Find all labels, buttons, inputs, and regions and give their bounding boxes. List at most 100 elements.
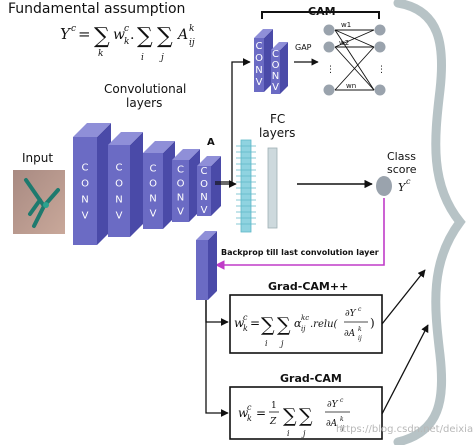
cam-label: CAM bbox=[308, 5, 336, 18]
conv-layer-text: N bbox=[255, 65, 262, 76]
conv-layer-text: O bbox=[255, 53, 263, 64]
conv-layer-text: O bbox=[177, 179, 185, 190]
gradcampp-equation: w c k = ∑ i ∑ j α kc ij .relu( ∂Y c ∂A k… bbox=[234, 306, 375, 348]
conv-layers-label-line1: Convolutional bbox=[104, 82, 186, 96]
svg-text:Y: Y bbox=[60, 25, 72, 43]
cam-bracket bbox=[261, 11, 380, 19]
watermark-text: https://blog.csdn.net/deixiangzi bbox=[336, 424, 474, 435]
gradcam-box bbox=[229, 386, 383, 440]
svg-text:j: j bbox=[279, 339, 284, 348]
svg-text:A: A bbox=[176, 27, 188, 43]
svg-text:∑: ∑ bbox=[299, 405, 313, 427]
curly-brace bbox=[393, 0, 466, 445]
conv-layer-text: V bbox=[272, 82, 279, 93]
input-image bbox=[13, 170, 65, 234]
svg-text:w: w bbox=[234, 316, 245, 330]
conv-layer-text: N bbox=[200, 192, 207, 203]
conv-layer-text: O bbox=[81, 178, 89, 189]
svg-text:.relu(: .relu( bbox=[310, 319, 339, 330]
conv-layer-text: V bbox=[256, 77, 263, 88]
fc-layers-label-line1: FC bbox=[270, 112, 285, 126]
conv-layer-text: V bbox=[201, 205, 208, 216]
weight-w2-label: w2 bbox=[339, 39, 349, 47]
svg-text:1: 1 bbox=[271, 401, 277, 411]
conv-layer-text: C bbox=[116, 162, 123, 173]
conv-layer-text: C bbox=[256, 41, 263, 52]
arrow-to-cam bbox=[215, 58, 251, 183]
svg-text:ij: ij bbox=[358, 335, 362, 342]
gradcam-label: Grad-CAM bbox=[280, 372, 342, 385]
svg-text:∑: ∑ bbox=[157, 24, 173, 49]
svg-text:ij: ij bbox=[340, 425, 344, 432]
svg-text:c: c bbox=[243, 313, 248, 322]
svg-text:∂A: ∂A bbox=[344, 329, 356, 339]
svg-text:c: c bbox=[71, 24, 76, 34]
conv-layers-label-line2: layers bbox=[126, 96, 162, 110]
gap-label: GAP bbox=[295, 43, 312, 52]
conv-layer-text: O bbox=[115, 178, 123, 189]
backprop-arrow bbox=[215, 198, 385, 270]
fc-layer-gray bbox=[267, 147, 278, 229]
conv-layer-text: N bbox=[177, 193, 184, 204]
activation-A-label: A bbox=[207, 137, 215, 148]
conv-layer-text: C bbox=[272, 49, 279, 60]
svg-text:k: k bbox=[340, 416, 344, 423]
svg-text:c: c bbox=[124, 24, 129, 34]
backprop-label: Backprop till last convolution layer bbox=[221, 248, 379, 257]
svg-text:∂A: ∂A bbox=[326, 419, 338, 429]
class-score-label-line2: score bbox=[387, 163, 417, 176]
conv-layer-text: O bbox=[200, 179, 208, 190]
conv-layer-text: N bbox=[115, 194, 122, 205]
arrow-gradcam-to-brace bbox=[381, 324, 429, 415]
arrow-to-gradcampp bbox=[205, 300, 229, 326]
conv-layer-text: N bbox=[272, 71, 279, 82]
svg-text:∑: ∑ bbox=[137, 24, 153, 49]
class-score-yc-sup: c bbox=[406, 177, 411, 186]
conv-layer-text: O bbox=[149, 179, 157, 190]
svg-text:j: j bbox=[301, 429, 306, 438]
weight-w1-label: w1 bbox=[341, 21, 351, 29]
svg-text:c: c bbox=[247, 403, 252, 412]
svg-text:Z: Z bbox=[269, 417, 277, 427]
gap-nodes: ⋮ ⋮ bbox=[323, 24, 386, 96]
svg-text:=: = bbox=[256, 406, 266, 420]
svg-text:j: j bbox=[159, 53, 164, 63]
arrow-gradcampp-to-brace bbox=[381, 269, 426, 325]
svg-text:∑: ∑ bbox=[283, 405, 297, 427]
svg-text:∑: ∑ bbox=[261, 314, 275, 336]
fundamental-equation: Y c = ∑ k w c k . ∑ i ∑ j A k ij bbox=[60, 24, 195, 63]
svg-text:ij: ij bbox=[301, 325, 306, 333]
input-label: Input bbox=[22, 151, 53, 165]
gradcampp-label: Grad-CAM++ bbox=[268, 280, 348, 293]
svg-text:∂Y: ∂Y bbox=[345, 309, 357, 319]
svg-text:i: i bbox=[265, 339, 268, 348]
svg-text:k: k bbox=[358, 326, 362, 333]
arrow-to-gradcam bbox=[205, 300, 229, 417]
svg-text:∑: ∑ bbox=[94, 24, 110, 49]
gradcampp-box bbox=[229, 294, 383, 354]
conv-layer-text: C bbox=[150, 164, 157, 175]
svg-text:w: w bbox=[238, 406, 249, 420]
svg-text:k: k bbox=[98, 49, 103, 59]
svg-text:i: i bbox=[287, 429, 290, 438]
backprop-feature-map bbox=[196, 231, 217, 300]
svg-text:k: k bbox=[124, 37, 129, 47]
svg-text:=: = bbox=[78, 25, 91, 43]
svg-text:α: α bbox=[294, 317, 302, 330]
weight-wn-label: wn bbox=[346, 82, 356, 90]
class-score-yc: Y bbox=[398, 181, 407, 194]
svg-text:kc: kc bbox=[301, 314, 309, 322]
svg-text:∑: ∑ bbox=[277, 314, 291, 336]
svg-text:c: c bbox=[340, 397, 344, 404]
svg-text:k: k bbox=[189, 24, 194, 34]
fundamental-assumption-title: Fundamental assumption bbox=[8, 1, 185, 17]
svg-text:⋮: ⋮ bbox=[377, 65, 386, 75]
